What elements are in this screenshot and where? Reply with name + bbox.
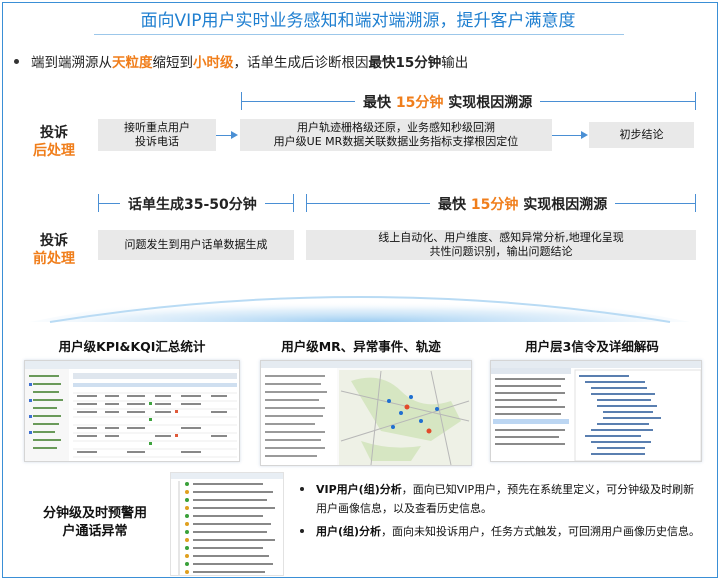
title-underline [94,34,624,35]
desc-item-vip-title: VIP用户(组)分析 [316,483,402,496]
glow-arc-decoration [30,288,690,323]
bullet-part-1: 端到端溯源从 [31,55,112,71]
top-bracket-highlight: 15分钟 [395,95,444,111]
map-screenshot [260,360,472,466]
bottom-right-bracket-right-tick [695,194,696,212]
alarm-list-screenshot [170,472,284,576]
box-initial-conclusion: 初步结论 [589,122,694,148]
panel-title-signaling: 用户层3信令及详细解码 [525,339,659,354]
bottom-left-bracket-right-tick [293,194,294,212]
side-label-pre-line2: 前处理 [33,251,75,267]
top-bracket-right-tick [695,92,696,110]
desc-bullet-dot [300,487,304,491]
arrow-1-head [231,131,238,139]
box-answer-call: 接听重点用户 投诉电话 [98,119,216,151]
bullet-part-3: ，话单生成后诊断根因 [233,55,369,71]
minute-alert-label-line1: 分钟级及时预警用 [42,506,147,521]
side-label-post: 投诉 后处理 [22,124,86,160]
panel-title-mr: 用户级MR、异常事件、轨迹 [281,339,441,354]
box-trajectory-line2: 用户级UE MR数据关联数据业务指标支撑根因定位 [273,135,519,148]
arrow-2-head [581,131,588,139]
top-bracket-pre: 最快 [363,95,396,111]
signaling-screenshot [490,360,702,462]
side-label-pre: 投诉 前处理 [22,232,86,268]
bottom-right-bracket-label: 最快 15分钟 实现根因溯源 [430,194,616,214]
desc-item-vip: VIP用户(组)分析，面向已知VIP用户，预先在系统里定义，可分钟级及时刷新用户… [300,480,705,518]
panel-title-kpi: 用户级KPI&KQI汇总统计 [58,339,206,354]
box-trajectory-line1: 用户轨迹栅格级还原，业务感知秒级回溯 [297,121,495,134]
summary-bullet: 端到端溯源从天粒度缩短到小时级，话单生成后诊断根因最快15分钟输出 [14,51,468,71]
analysis-description: VIP用户(组)分析，面向已知VIP用户，预先在系统里定义，可分钟级及时刷新用户… [300,480,705,545]
top-bracket-post: 实现根因溯源 [443,95,533,111]
bullet-part-2: 缩短到 [152,55,194,71]
minute-alert-label-line2: 户通话异常 [62,524,128,539]
box-answer-call-line2: 投诉电话 [135,135,179,148]
box-answer-call-line1: 接听重点用户 [124,121,190,134]
bullet-bold-15min: 最快15分钟 [368,55,442,71]
box-trajectory-analysis: 用户轨迹栅格级还原，业务感知秒级回溯 用户级UE MR数据关联数据业务指标支撑根… [240,119,552,151]
box-online-automation-line1: 线上自动化、用户维度、感知异常分析,地理化呈现 [378,231,624,244]
side-label-pre-line1: 投诉 [40,233,68,249]
box-issue-to-cdr: 问题发生到用户话单数据生成 [98,230,294,260]
desc-item-vip-text: ，面向已知VIP用户，预先在系统里定义，可分钟级及时刷新用户画像信息，以及查看历… [316,483,695,515]
bottom-bracket-highlight: 15分钟 [470,197,519,213]
minute-alert-label: 分钟级及时预警用 户通话异常 [30,505,160,541]
bottom-bracket-post: 实现根因溯源 [518,197,608,213]
box-online-automation: 线上自动化、用户维度、感知异常分析,地理化呈现 共性问题识别，输出问题结论 [306,230,696,260]
bottom-bracket-pre: 最快 [438,197,471,213]
side-label-post-line2: 后处理 [33,143,75,159]
desc-item-user: 用户(组)分析，面向未知投诉用户，任务方式触发，可回溯用户画像历史信息。 [300,522,705,541]
top-bracket-label: 最快 15分钟 实现根因溯源 [355,92,541,112]
bullet-highlight-hour: 小时级 [193,55,234,71]
desc-bullet-dot [300,529,304,533]
bottom-left-bracket-label: 话单生成35-50分钟 [120,194,265,214]
arrow-1-line [216,135,232,136]
side-label-post-line1: 投诉 [40,125,68,141]
desc-item-user-title: 用户(组)分析 [316,525,382,538]
bullet-highlight-day: 天粒度 [112,55,153,71]
arrow-2-line [552,135,582,136]
kpi-table-screenshot [24,360,240,462]
desc-item-user-text: ，面向未知投诉用户，任务方式触发，可回溯用户画像历史信息。 [381,525,701,538]
bullet-part-4: 输出 [441,55,469,71]
page-title: 面向VIP用户实时业务感知和端对端溯源，提升客户满意度 [140,11,576,31]
box-online-automation-line2: 共性问题识别，输出问题结论 [429,245,573,258]
bullet-dot [14,59,19,64]
